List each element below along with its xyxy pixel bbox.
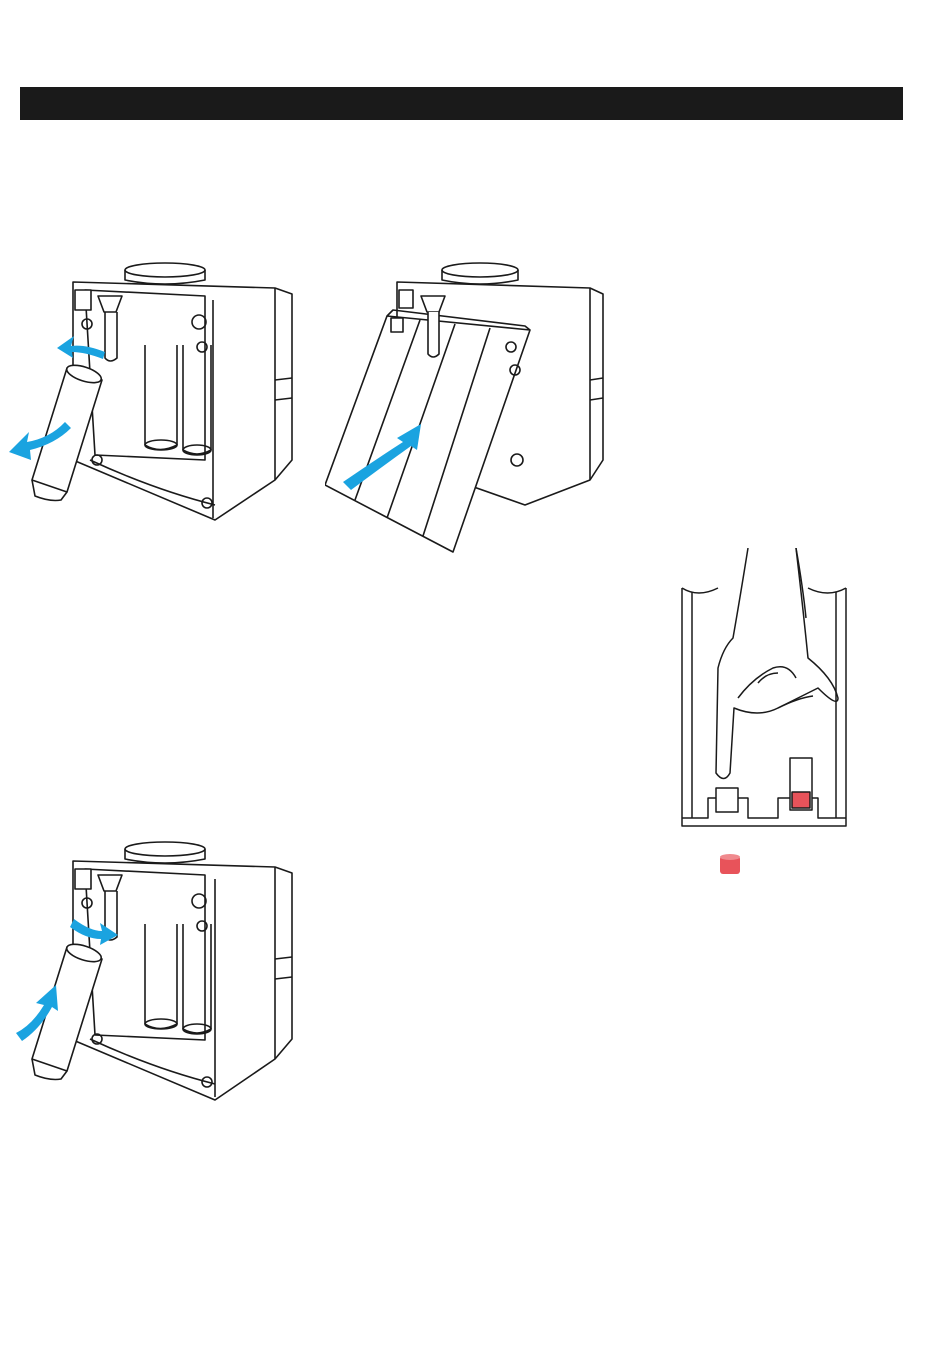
figure-remove-filter (5, 260, 300, 525)
figure-insert-filter (10, 835, 305, 1105)
arrow-out-icon (5, 260, 300, 525)
red-cap-icon (718, 852, 742, 878)
arrow-up-icon (325, 260, 610, 555)
section-header-bar (20, 87, 903, 120)
figure-open-panel (325, 260, 610, 555)
arrow-in-icon (10, 835, 305, 1105)
figure-press-indicator (678, 548, 853, 833)
